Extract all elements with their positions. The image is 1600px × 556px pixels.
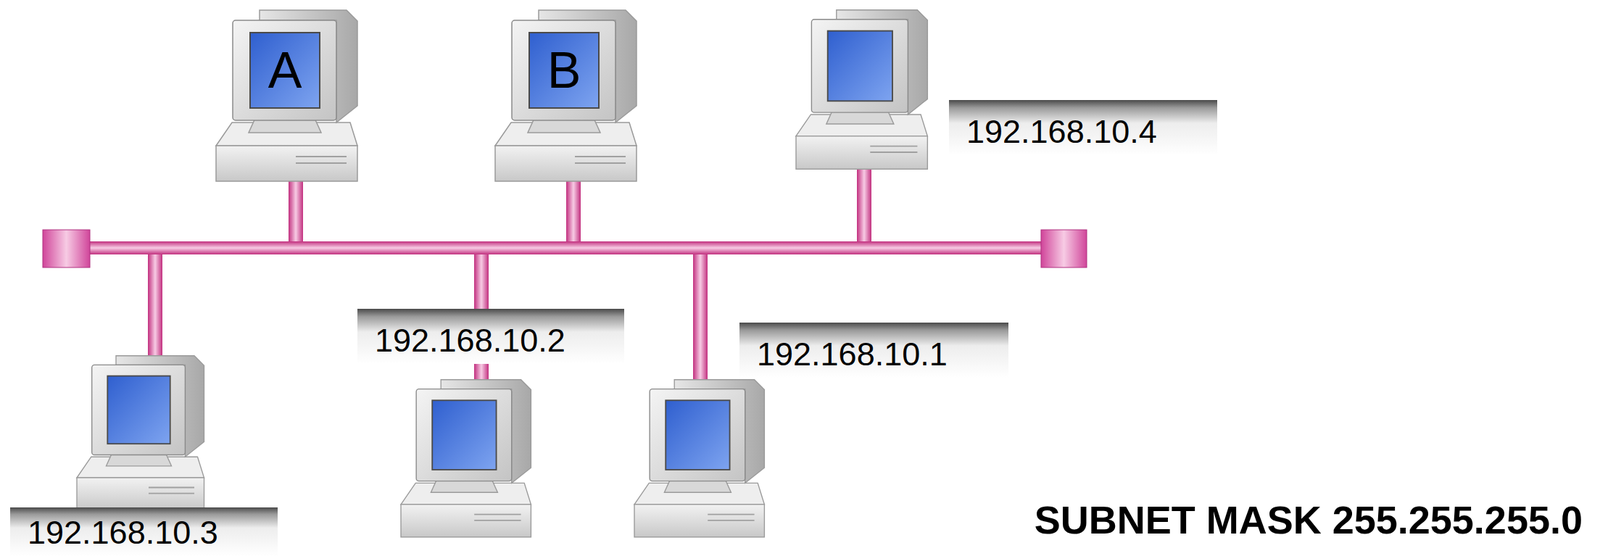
computer-letter: B [547, 44, 582, 96]
computer-screen: A [250, 32, 320, 109]
ip-address: 192.168.10.3 [27, 514, 219, 551]
terminator [1041, 229, 1087, 268]
drop-cable [856, 163, 872, 248]
computer-icon [400, 379, 531, 538]
ip-address: 192.168.10.1 [756, 336, 948, 373]
terminator [42, 229, 90, 268]
bus-cable [79, 241, 1052, 255]
drop-cable [566, 177, 581, 248]
ip-address-tag: 192.168.10.3 [10, 507, 278, 556]
computer-icon [796, 10, 928, 169]
ip-address: 192.168.10.4 [966, 113, 1158, 151]
computer-icon [634, 379, 765, 538]
ip-address: 192.168.10.2 [374, 322, 566, 359]
computer-icon [216, 10, 358, 182]
drop-cable [288, 177, 304, 248]
computer-icon [495, 10, 637, 182]
computer-icon [76, 355, 205, 510]
subnet-caption: SUBNET MASK 255.255.255.0 [1034, 500, 1583, 540]
ip-address-tag: 192.168.10.2 [357, 308, 625, 364]
ip-address-tag: 192.168.10.1 [739, 322, 1009, 378]
drop-cable [147, 247, 163, 367]
computer-letter: A [268, 44, 303, 96]
ip-address-tag: 192.168.10.4 [948, 100, 1218, 156]
computer-screen: B [529, 32, 599, 109]
drop-cable [693, 247, 708, 392]
